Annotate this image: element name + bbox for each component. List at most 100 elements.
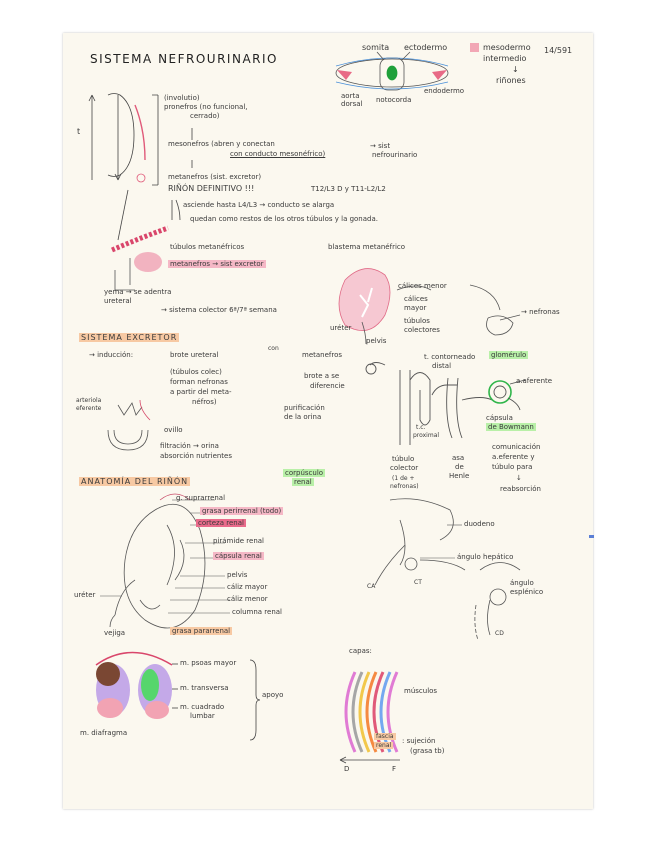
piramide-label: pirámide renal [213, 538, 264, 545]
cuadrado-1: m. cuadrado [180, 704, 224, 711]
t-contorneado-2: distal [432, 363, 451, 370]
label-somita: somita [362, 44, 389, 52]
tubulo-colector-4: nefronas) [390, 484, 419, 490]
mesodermo-legend-swatch [470, 43, 479, 52]
pelvis-label: pelvis [227, 572, 247, 579]
metanefros-line-2: RIÑÓN DEFINITIVO !!! [168, 185, 254, 193]
induccion-label: → inducción: [89, 352, 133, 359]
ct-label: CT [414, 580, 422, 586]
comunicacion-3: túbulo para [492, 464, 532, 471]
mesonefros-line-2: con conducto mesonéfrico) [230, 151, 325, 158]
remains-note: quedan como restos de los otros túbulos … [190, 216, 378, 223]
page-title: SISTEMA NEFROURINARIO [90, 53, 278, 65]
asa-henle-2: de [455, 464, 464, 471]
apoyo-label: apoyo [262, 692, 283, 699]
tubulos-line-4: néfros) [192, 399, 217, 406]
tubulos-metanefricos: túbulos metanéfricos [170, 244, 244, 251]
filtracion-line-2: absorción nutrientes [160, 453, 232, 460]
asa-henle-3: Henle [449, 473, 469, 480]
tubulos-colectores-2: colectores [404, 327, 440, 334]
arrow-rinones: ↓ [512, 66, 519, 74]
columna-label: columna renal [232, 609, 282, 616]
angulo-esplenico-1: ángulo [510, 580, 534, 587]
metanefros-line-1: metanefros (sist. excretor) [168, 174, 261, 181]
corpusculo-1: corpúsculo [283, 469, 325, 477]
tubulos-line-2: forman nefronas [170, 379, 228, 386]
asa-henle-1: asa [452, 455, 464, 462]
brote-line-1: brote a se [304, 373, 339, 380]
yema-line-1: yema → se adentra [104, 289, 171, 296]
yema-line-2: ureteral [104, 298, 132, 305]
comunicacion-2: a.eferente y [492, 454, 534, 461]
sujecion-2: (grasa tb) [410, 748, 444, 755]
label-ectodermo: ectodermo [404, 44, 447, 52]
calices-menor: cálices menor [398, 283, 447, 290]
tubulo-colector-2: colector [390, 465, 418, 472]
angulo-esplenico-2: esplénico [510, 589, 543, 596]
ascends-note: asciende hasta L4/L3 → conducto se alarg… [183, 202, 334, 209]
levels-note: T12/L3 D y T11-L2/L2 [311, 186, 386, 193]
purificacion-line-2: de la orina [284, 414, 321, 421]
mesonefros-line-1: mesonefros (abren y conectan [168, 141, 275, 148]
label-mesodermo: mesodermo [483, 44, 531, 52]
metanefros-excretor: metanefros [302, 352, 342, 359]
d-label: D [344, 766, 349, 773]
ovillo-label: ovillo [164, 427, 183, 434]
embryo-cross-section-drawing [336, 52, 448, 90]
label-year: 14/591 [544, 47, 572, 55]
comunicacion-1: comunicación [492, 444, 540, 451]
nefronas-label: → nefronas [521, 309, 560, 316]
capsula-renal-label: cápsula renal [213, 552, 264, 560]
pelvis-label-metanephric: pelvis [366, 338, 386, 345]
label-t: t [77, 128, 80, 136]
metanefros-note: metanefros → sist excretor [168, 260, 266, 268]
psoas-label: m. psoas mayor [180, 660, 236, 667]
support-bracket-drawing [172, 660, 260, 740]
support-muscles-drawing [96, 653, 172, 720]
kidney-anatomy-drawing [110, 494, 205, 628]
musculos-label: músculos [404, 688, 437, 695]
blastema-label: blastema metanéfrico [328, 244, 405, 251]
sujecion-1: : sujeción [402, 738, 435, 745]
nephron-drawing [366, 363, 525, 446]
duodeno-label: duodeno [464, 521, 495, 528]
glomerulo-label: glomérulo [489, 351, 528, 359]
comunicacion-5: reabsorción [500, 486, 541, 493]
t-contorneado-1: t. contorneado [424, 354, 475, 361]
angulo-hepatico-label: ángulo hepático [457, 554, 513, 561]
digestive-drawing [375, 499, 520, 640]
transversa-label: m. transversa [180, 685, 229, 692]
ureter-label-metanephric: uréter [330, 325, 351, 332]
label-endodermo: endodermo [424, 88, 464, 95]
filtracion-line-1: filtración → orina [160, 443, 219, 450]
calices-mayor-2: mayor [404, 305, 426, 312]
corpusculo-2: renal [292, 478, 314, 486]
t-proximal-2: proximal [413, 433, 439, 439]
mesonefros-line-3: → sist [370, 143, 390, 150]
a-aferente-label: a.aferente [516, 378, 552, 385]
page-edge-marker [589, 535, 594, 538]
cuadrado-2: lumbar [190, 713, 215, 720]
tubulos-colectores-1: túbulos [404, 318, 430, 325]
label-intermedio: intermedio [483, 55, 526, 63]
caliz-mayor-label: cáliz mayor [227, 584, 267, 591]
diafragma-label: m. diafragma [80, 730, 127, 737]
vejiga-label: vejiga [104, 630, 125, 637]
mesonefros-line-4: nefrourinario [372, 152, 417, 159]
anatomy-header: ANATOMÍA DEL RIÑÓN [79, 477, 190, 486]
pronefros-line-1: (involutio) [164, 95, 200, 102]
purificacion-line-1: purificación [284, 405, 325, 412]
corteza-label: corteza renal [196, 519, 246, 527]
caliz-menor-label: cáliz menor [227, 596, 268, 603]
grasa-perirrenal-label: grasa perirrenal (todo) [200, 507, 283, 515]
t-proximal-1: t.c. [416, 425, 425, 431]
metanephric-bud-drawing [112, 228, 168, 290]
f-label: F [392, 766, 396, 773]
comunicacion-4: ↓ [516, 475, 522, 482]
label-rinones: riñones [496, 77, 526, 85]
fascia-2: renal [374, 742, 393, 749]
g-suprarrenal-label: g. suprarrenal [176, 495, 225, 502]
arteriola-line-1: arteriola [76, 398, 101, 404]
glomerulus-drawing [108, 400, 150, 450]
